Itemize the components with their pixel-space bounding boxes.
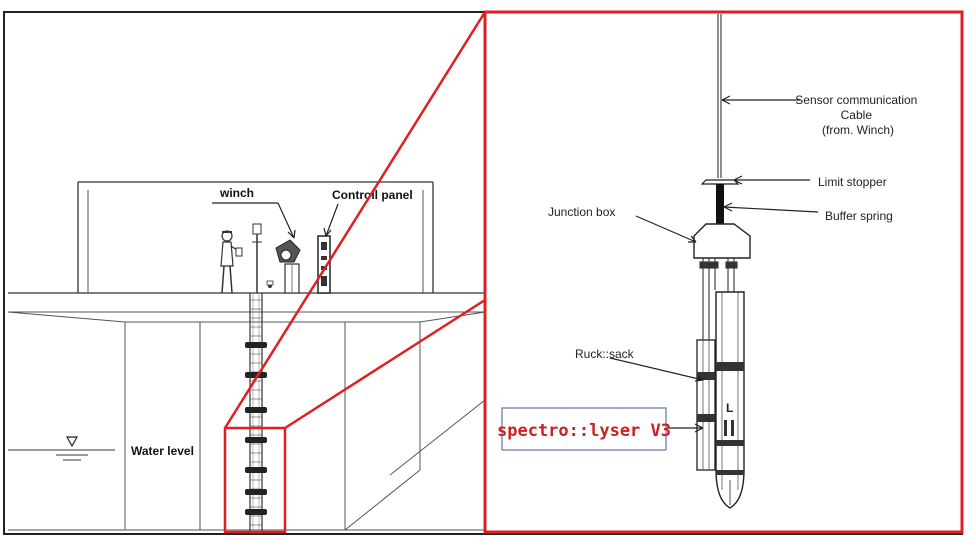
left-panel: winch Controll panel Water level [7, 181, 486, 534]
winch-icon [275, 239, 301, 294]
clamp-ring [245, 437, 267, 443]
rucksack-icon [696, 339, 716, 471]
limit-stopper-label: Limit stopper [818, 175, 887, 189]
clamp-ring [245, 489, 267, 495]
reservoir-structure [7, 311, 486, 531]
right-leaders [609, 95, 819, 433]
winch-leader-arrow [277, 202, 295, 239]
svg-text:L: L [726, 401, 733, 415]
control-panel-icon [317, 235, 331, 294]
buffer-spring-label: Buffer spring [825, 209, 893, 223]
clamp-ring [245, 372, 267, 378]
zoom-line-bottom [284, 298, 486, 430]
junction-box-label: Junction box [548, 205, 615, 219]
junction-box-icon [693, 223, 751, 259]
junction-cables [699, 258, 738, 350]
operator-person-icon [220, 230, 243, 294]
sensor-cable-label-line-2: Cable [841, 108, 873, 122]
zoom-detail-frame [483, 10, 964, 534]
sensor-cable-label-line-3: (from. Winch) [822, 123, 894, 137]
clamp-ring [245, 467, 267, 473]
winch-pole [252, 223, 262, 293]
device-label: spectro::lyser V3 [497, 421, 671, 441]
clamp-ring [245, 407, 267, 413]
device-label-box [501, 407, 667, 451]
rucksack-label: Ruck::sack [575, 347, 635, 361]
sensor-cable-label: Sensor communication Cable (from. Winch) [795, 93, 920, 137]
limit-stopper-icon [700, 179, 740, 185]
zoom-line-top [223, 11, 487, 429]
spectrolyser-probe-icon: L [715, 291, 745, 509]
water-level-symbol [8, 436, 115, 461]
control-panel-leader-arrow [325, 203, 339, 237]
sensor-cable-label-line-1: Sensor communication [795, 93, 917, 107]
control-panel-label: Controll panel [332, 188, 413, 202]
water-level-label: Water level [131, 444, 194, 458]
clamp-ring [245, 342, 267, 348]
winch-label: winch [219, 186, 254, 200]
buffer-spring-icon [716, 184, 724, 224]
clamp-ring [245, 509, 267, 515]
right-panel: L Sensor communication Cable (from. Winc… [497, 14, 920, 509]
platform-frame [8, 181, 485, 294]
zoom-source-box [223, 426, 287, 534]
guide-tube-ladder [245, 293, 267, 534]
